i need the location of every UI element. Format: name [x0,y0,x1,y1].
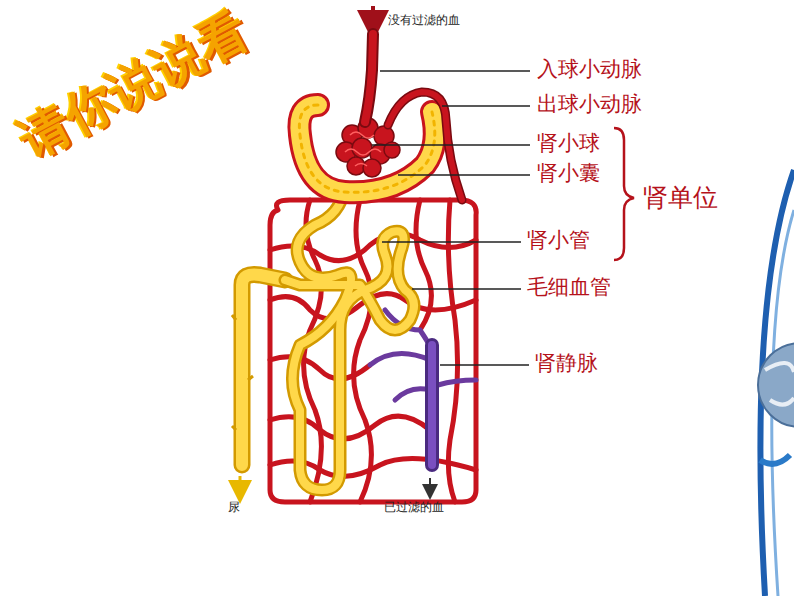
part-label: 入球小动脉 [537,57,642,82]
part-label: 肾小囊 [537,161,600,186]
part-label: 出球小动脉 [537,92,642,117]
group-label: 肾单位 [643,183,718,213]
slide-title: 请你说说看 [8,0,260,173]
outflow-note: 尿 [228,500,240,514]
renal-vein [430,345,432,492]
part-label: 毛细血管 [527,275,611,300]
outflow-note: 已过滤的血 [384,500,444,514]
renal-tubule [285,188,414,490]
corner-decoration [758,170,794,596]
collecting-duct [232,274,285,492]
part-label: 肾静脉 [535,351,598,376]
efferent-arteriole [388,92,462,200]
brace [614,128,634,260]
afferent-arteriole [365,6,373,122]
blood-note: 没有过滤的血 [388,13,460,27]
part-label: 肾小球 [537,131,600,156]
leader-lines [372,71,530,365]
part-label: 肾小管 [527,228,590,253]
